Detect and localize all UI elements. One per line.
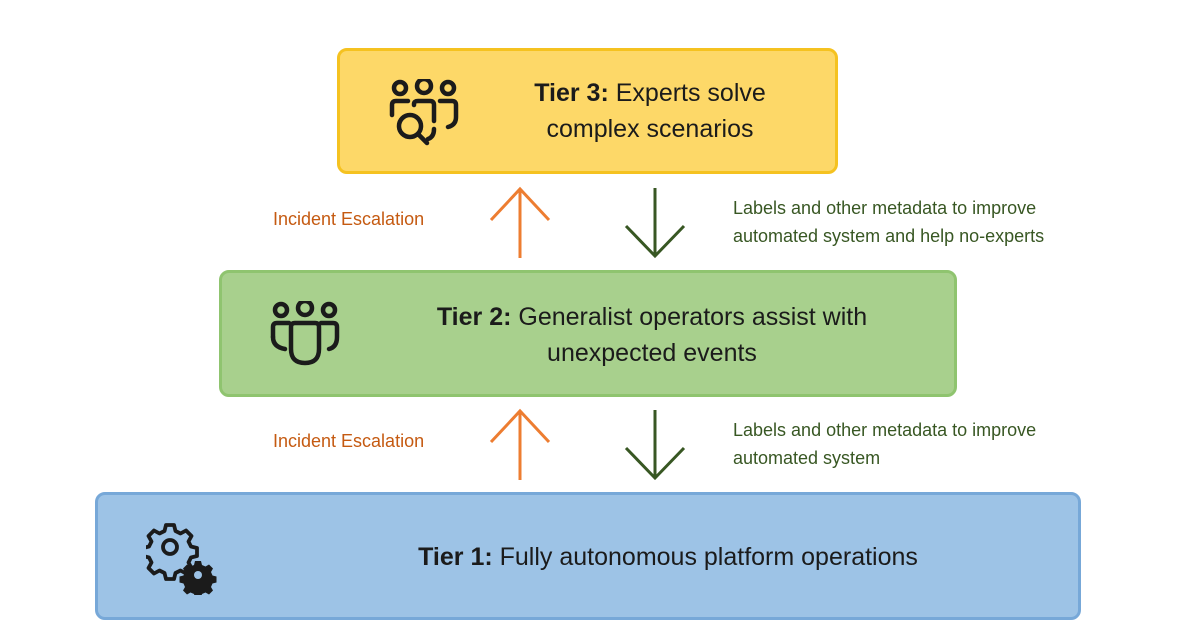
tier-3-box: Tier 3: Experts solve complex scenarios — [337, 48, 838, 174]
upper-metadata-label: Labels and other metadata to improve aut… — [733, 194, 1044, 250]
lower-metadata-line-1: Labels and other metadata to improve — [733, 420, 1037, 440]
people-search-icon — [389, 79, 459, 146]
upper-metadata-line-2: automated system and help no-experts — [733, 226, 1045, 246]
gears-icon — [146, 523, 217, 595]
tier-2-box: Tier 2: Generalist operators assist with… — [219, 270, 957, 397]
lower-escalation-arrow — [489, 408, 551, 480]
tier-3-label: Tier 3: Experts solve complex scenarios — [534, 79, 766, 143]
tier-1-label: Tier 1: Fully autonomous platform operat… — [418, 543, 918, 571]
people-team-icon — [270, 301, 340, 366]
tier-2-label: Tier 2: Generalist operators assist with… — [436, 303, 868, 367]
lower-escalation-label: Incident Escalation — [273, 431, 425, 451]
upper-metadata-line-1: Labels and other metadata to improve — [733, 198, 1037, 218]
lower-metadata-label: Labels and other metadata to improve aut… — [733, 416, 1036, 472]
lower-metadata-line-2: automated system — [733, 448, 881, 468]
lower-metadata-arrow — [624, 410, 686, 481]
upper-escalation-arrow — [489, 186, 551, 258]
upper-escalation-label: Incident Escalation — [273, 209, 425, 229]
upper-metadata-arrow — [624, 188, 686, 259]
tier-1-box: Tier 1: Fully autonomous platform operat… — [95, 492, 1081, 620]
